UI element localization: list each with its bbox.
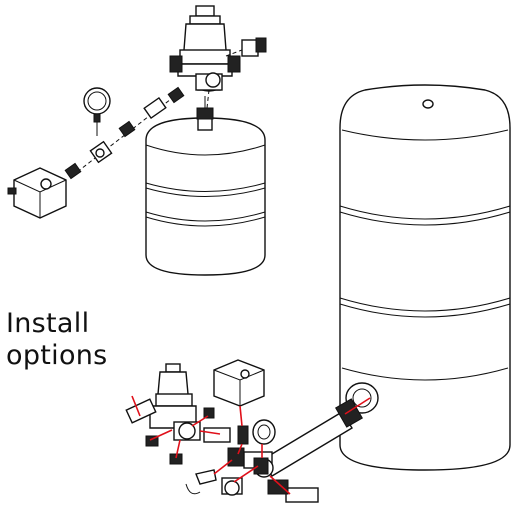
elbow-fitting-top [195,72,223,109]
connector-lines [131,395,291,495]
union-fitting-top [225,37,267,57]
tank-inlet-fitting [196,96,214,131]
fitting-chain-top [64,86,185,180]
large-tank [339,84,511,471]
pressure-reducing-valve-bottom [125,363,197,429]
pressure-switch-top [7,167,67,219]
caption-line-2: options [6,340,108,371]
caption-line-1: Install [6,308,90,339]
manifold-fittings [145,407,319,503]
pressure-switch-bottom [213,359,265,407]
pressure-gauge-top [83,87,111,136]
install-options-caption: Install options [6,308,108,372]
expansion-tank [145,117,266,276]
